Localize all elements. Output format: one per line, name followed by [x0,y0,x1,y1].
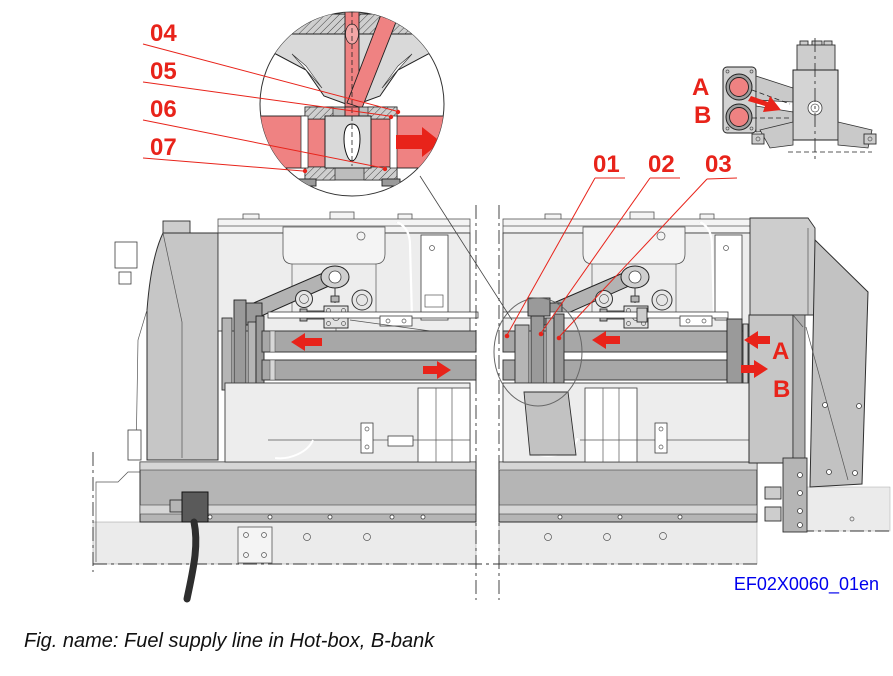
callout-label-06: 06 [150,96,177,123]
base-rail-right [498,461,758,541]
detail-reference-line [419,175,513,321]
cylinder-boss [651,289,673,311]
flow-arrow-right-lower-left [423,361,451,379]
base-rail [139,461,758,541]
drawing-number: EF02X0060_01en [733,574,879,594]
flow-direction-labels: A B [741,331,790,403]
left-engine-section [114,211,479,603]
fuel-return-pipe-lower-left [261,359,477,381]
fuel-supply-pipe-upper-right [563,330,728,353]
callout-label-03: 03 [705,151,732,178]
detail-indicator-ellipse [493,297,583,407]
fuel-return-pipe-lower-right [563,359,728,381]
callout-dot-02 [538,331,544,337]
flow-arrow-left-upper-right [592,331,620,349]
callout-dot-04 [395,109,401,115]
callout-dot-07 [302,168,308,174]
port-a-circle [729,77,749,97]
cylinder-boss [351,289,373,311]
iso-flow-arrow [748,96,781,112]
magnified-section [260,12,444,187]
hotbox-end-wall-left [114,220,219,461]
callout-dot-01 [504,333,510,339]
flow-arrow-a-in [744,331,770,349]
main-drawing: A B [92,205,891,603]
cylinder-boss [295,290,313,308]
iso-connector-view: A B [692,38,877,160]
callout-label-04: 04 [150,20,177,47]
flow-label-a: A [772,338,789,365]
cylinder-boss [595,290,613,308]
valve-body [751,38,877,160]
lower-panel-right [502,382,756,463]
callout-label-01: 01 [593,151,620,178]
flow-label-b: B [773,376,790,403]
iso-port-label-b: B [694,102,711,129]
small-pipe-rod-left [267,311,479,334]
lower-panel-left [224,382,471,463]
callout-label-05: 05 [150,58,177,85]
callout-dot-06 [382,166,388,172]
callout-dot-03 [556,335,562,341]
figure-caption: Fig. name: Fuel supply line in Hot-box, … [24,630,435,652]
foundation [92,452,891,572]
detail-callouts: 04 05 06 07 [142,20,397,172]
iso-port-label-a: A [692,74,709,101]
hotbox-end-wall-right [748,217,869,533]
pipe-end-flange [726,318,749,390]
flow-arrow-b-out [741,360,768,378]
small-pipe-rod-right [502,307,729,327]
flow-arrow-left-upper-left [291,333,322,351]
callout-label-02: 02 [648,151,675,178]
detail-view [259,11,513,321]
section-break-lines [475,205,500,600]
detail-flow-arrow [396,127,441,157]
main-callouts: 01 02 03 [506,151,738,338]
callout-label-07: 07 [150,134,177,161]
drain-fitting-and-hose [169,491,273,603]
right-engine-section [493,211,869,533]
callout-dot-05 [388,114,394,120]
port-b-circle [729,107,749,127]
